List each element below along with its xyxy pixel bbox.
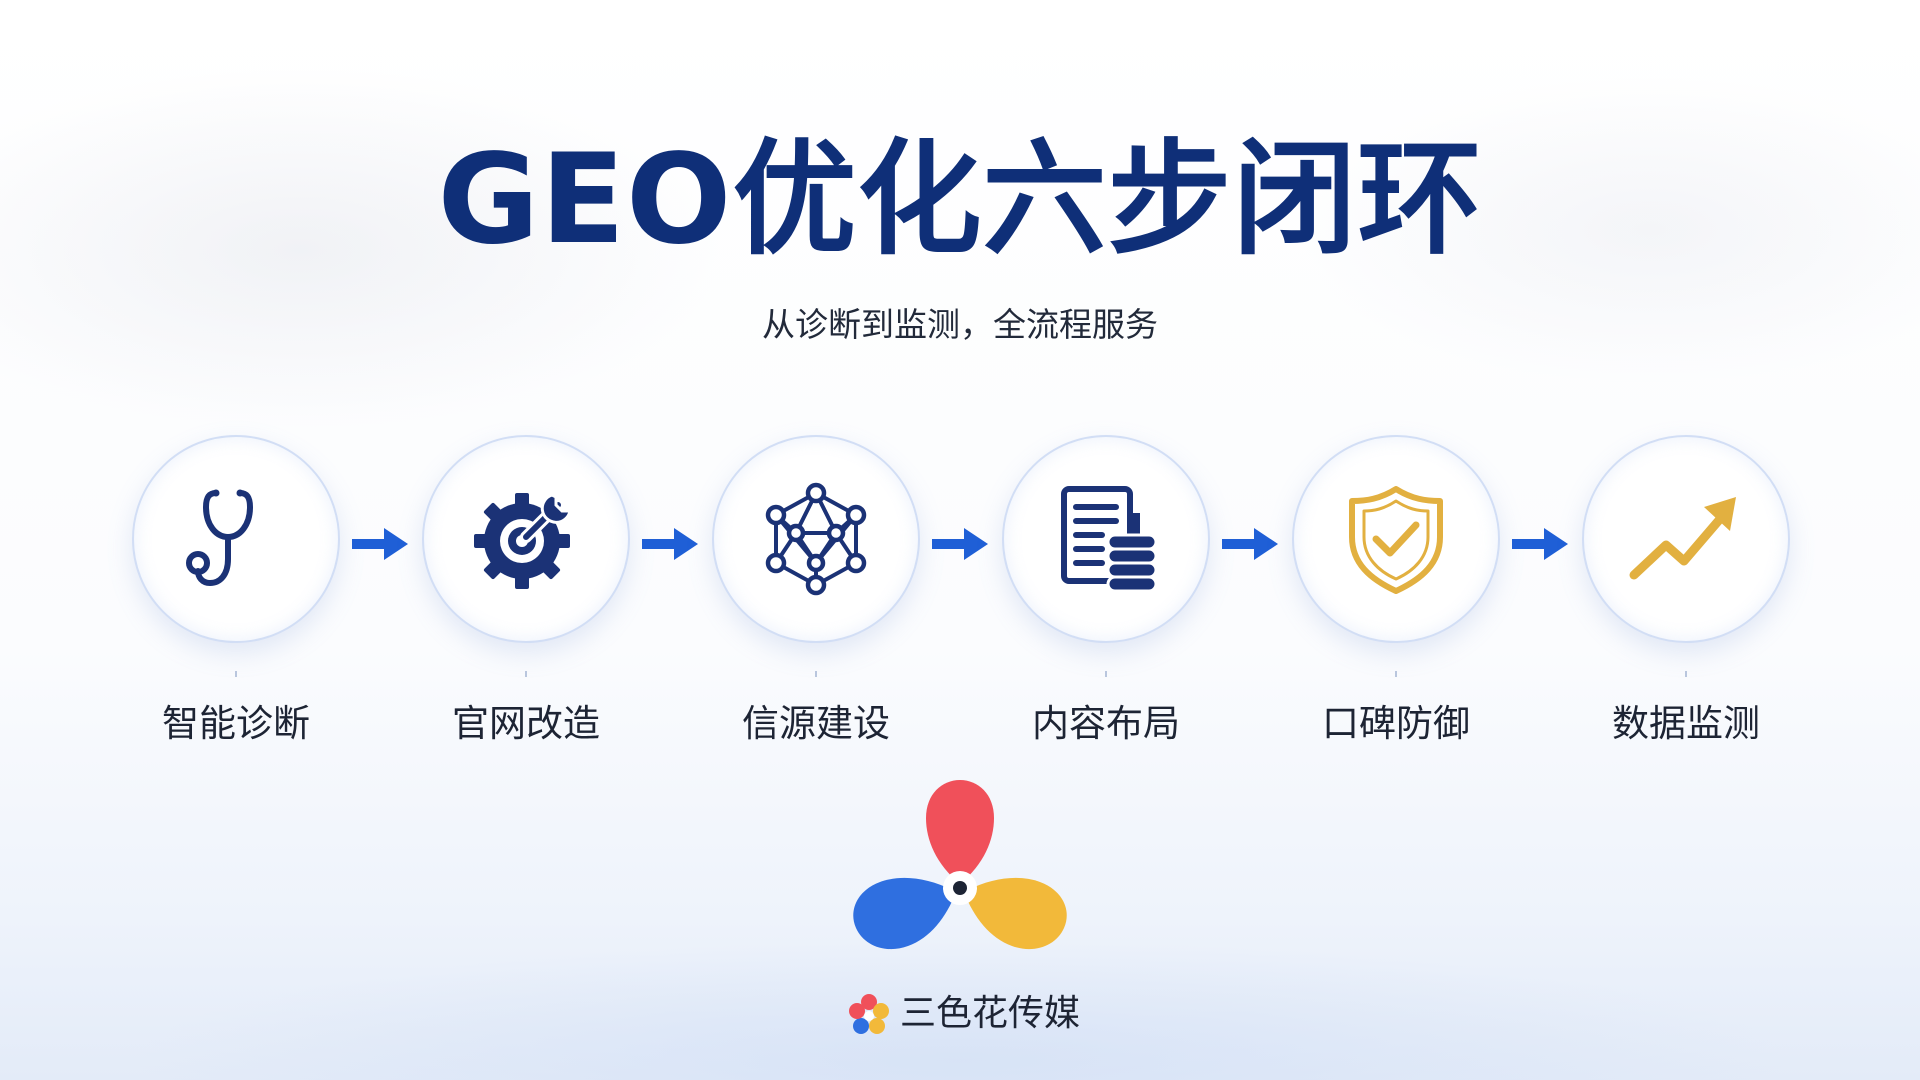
step-tick bbox=[525, 671, 527, 677]
step-monitoring: 数据监测 bbox=[1582, 435, 1790, 742]
gear-wrench-icon bbox=[474, 493, 572, 589]
document-stack-icon bbox=[1061, 486, 1158, 593]
flower-logo-icon bbox=[849, 994, 889, 1034]
step-circle bbox=[132, 435, 340, 643]
step-circle bbox=[1002, 435, 1210, 643]
step-label: 信源建设 bbox=[742, 702, 890, 745]
step-diagnosis: 智能诊断 bbox=[132, 435, 340, 742]
step-content: 内容布局 bbox=[1002, 435, 1210, 742]
brand-name: 三色花传媒 bbox=[900, 993, 1081, 1034]
step-tick bbox=[1105, 671, 1107, 677]
step-reputation: 口碑防御 bbox=[1292, 435, 1500, 742]
step-tick bbox=[1395, 671, 1397, 677]
step-circle bbox=[422, 435, 630, 643]
arrow-right-icon bbox=[1220, 524, 1280, 564]
step-circle bbox=[712, 435, 920, 643]
step-website: 官网改造 bbox=[422, 435, 630, 742]
step-sources: 信源建设 bbox=[712, 435, 920, 742]
page-title: GEO优化六步闭环 bbox=[437, 128, 1483, 272]
arrow-right-icon bbox=[350, 524, 410, 564]
step-circle bbox=[1582, 435, 1790, 643]
step-tick bbox=[815, 671, 817, 677]
step-tick bbox=[1685, 671, 1687, 677]
step-label: 智能诊断 bbox=[162, 702, 310, 745]
step-label: 数据监测 bbox=[1612, 702, 1760, 745]
arrow-right-icon bbox=[930, 524, 990, 564]
arrow-right-icon bbox=[640, 524, 700, 564]
brand-logo-icon bbox=[853, 780, 1067, 950]
network-icon bbox=[765, 482, 867, 596]
brand: 三色花传媒 bbox=[846, 990, 1146, 1040]
stethoscope-icon bbox=[186, 489, 253, 586]
step-label: 口碑防御 bbox=[1322, 702, 1470, 745]
step-label: 官网改造 bbox=[452, 702, 600, 745]
arrow-right-icon bbox=[1510, 524, 1570, 564]
step-label: 内容布局 bbox=[1032, 702, 1180, 745]
step-circle bbox=[1292, 435, 1500, 643]
trend-up-icon bbox=[1629, 497, 1736, 580]
shield-check-icon bbox=[1349, 486, 1443, 594]
step-tick bbox=[235, 671, 237, 677]
page-subtitle: 从诊断到监测，全流程服务 bbox=[762, 305, 1158, 344]
